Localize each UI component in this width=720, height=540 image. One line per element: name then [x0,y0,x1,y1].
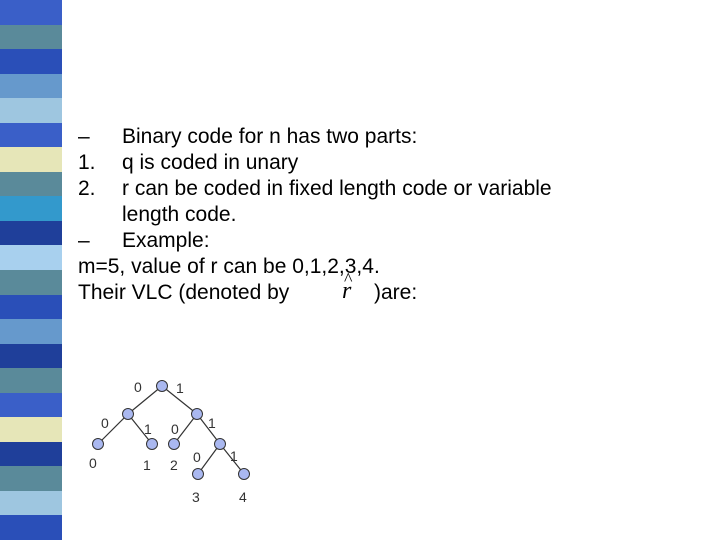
stripe-block [0,220,62,246]
stripe-block [0,0,62,26]
example-line: m=5, value of r can be 0,1,2,3,4. [78,254,698,280]
edge-label: 1 [144,421,152,437]
stripe-block [0,270,62,296]
stripe-block [0,49,62,75]
stripe-block [0,490,62,516]
bullet-marker: – [78,229,90,252]
r-hat-letter: r [342,278,352,304]
vlc-line: Their VLC (denoted by r ^ )are: [78,269,698,306]
edge-label: 1 [230,448,238,464]
leaf-label: 1 [143,457,151,473]
tree-node [168,438,180,450]
stripe-block [0,368,62,394]
stripe-block [0,245,62,271]
bullet-line: – Example: [78,228,698,254]
stripe-block [0,98,62,124]
tree-edge [173,413,198,445]
example-text: m=5, value of r can be 0,1,2,3,4. [78,255,380,278]
slide-body: – Binary code for n has two parts: 1. q … [78,124,698,306]
stripe-block [0,24,62,50]
stripe-block [0,392,62,418]
tree-node [191,408,203,420]
leaf-label: 3 [192,489,200,505]
stripe-block [0,294,62,320]
bullet-line: 1. q is coded in unary [78,150,698,176]
stripe-block [0,171,62,197]
tree-leaf-labels: 0 1 2 3 4 [89,455,247,505]
bullet-text: Example: [122,229,210,252]
tree-edge [197,443,221,475]
stripe-block [0,343,62,369]
bullet-text: length code. [122,203,237,226]
tree-node [214,438,226,450]
tree-edge [97,413,129,445]
vlc-suffix: )are: [374,281,418,304]
stripe-block [0,417,62,443]
bullet-text: r can be coded in fixed length code or v… [122,177,552,200]
stripe-block [0,515,62,540]
stripe-block [0,196,62,222]
vlc-prefix: Their VLC (denoted by [78,281,290,304]
tree-node [156,380,168,392]
r-hat-symbol: r ^ [342,269,352,304]
tree-edge [127,413,153,445]
bullet-marker: – [78,125,90,148]
stripe-block [0,319,62,345]
tree-edges [97,385,245,475]
stripe-block [0,441,62,467]
tree-node [92,438,104,450]
tree-edge [127,385,163,415]
edge-label: 0 [134,379,142,395]
edge-label: 1 [208,415,216,431]
stripe-block [0,73,62,99]
stripe-block [0,466,62,492]
r-hat-caret: ^ [344,269,353,289]
bullet-text: Binary code for n has two parts: [122,125,418,148]
decorative-stripe [0,0,62,540]
leaf-label: 0 [89,455,97,471]
edge-label: 0 [193,449,201,465]
edge-label: 0 [101,415,109,431]
bullet-line: – Binary code for n has two parts: [78,124,698,150]
tree-node [192,468,204,480]
tree-nodes [92,380,250,480]
bullet-line: 2. r can be coded in fixed length code o… [78,176,698,202]
leaf-label: 2 [170,457,178,473]
tree-node [238,468,250,480]
tree-edge [161,385,198,415]
tree-node [122,408,134,420]
stripe-block [0,147,62,173]
tree-edge [219,443,245,475]
bullet-line: length code. [78,202,698,228]
edge-label: 0 [171,421,179,437]
bullet-marker: 2. [78,177,96,200]
bullet-text: q is coded in unary [122,151,299,174]
leaf-label: 4 [239,489,247,505]
vlc-code-tree: 0 1 0 1 0 1 0 1 0 1 2 3 4 [89,379,250,505]
tree-node [146,438,158,450]
tree-edge [196,413,221,445]
bullet-marker: 1. [78,151,96,174]
stripe-block [0,122,62,148]
tree-edge-labels: 0 1 0 1 0 1 0 1 [101,379,238,465]
edge-label: 1 [176,380,184,396]
